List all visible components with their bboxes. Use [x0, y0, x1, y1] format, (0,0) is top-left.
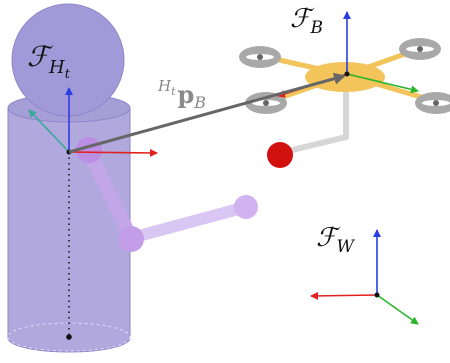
position-vector-arrow [68, 72, 346, 154]
human-hand [234, 195, 258, 219]
drone-rotor-sw [245, 92, 287, 114]
human-head [11, 3, 125, 117]
human-forearm [125, 201, 252, 244]
world-frame-label: ℱW [316, 223, 355, 257]
human-axis-x [68, 148, 158, 157]
human-base-point [66, 334, 72, 340]
drone-tether [279, 78, 349, 156]
drone-body [305, 62, 385, 92]
drone-rotor-ne [399, 38, 441, 60]
world-axis-x [310, 291, 378, 300]
drone-rotor-nw [239, 46, 281, 68]
position-vector-label: HtpB [157, 77, 206, 112]
world-frame-axes [310, 229, 419, 325]
human-axis-y [28, 109, 70, 153]
drone-frame-origin [344, 71, 350, 77]
drone-ball [267, 142, 293, 168]
drone-rotor-se [415, 92, 450, 114]
drone-axis-y [346, 73, 419, 94]
drone [239, 38, 450, 168]
drone-frame-label: ℱB [290, 4, 323, 38]
human-upper-arm [82, 144, 138, 245]
world-axis-y [376, 294, 419, 325]
human-elbow [118, 226, 144, 252]
world-frame-origin [374, 292, 380, 298]
